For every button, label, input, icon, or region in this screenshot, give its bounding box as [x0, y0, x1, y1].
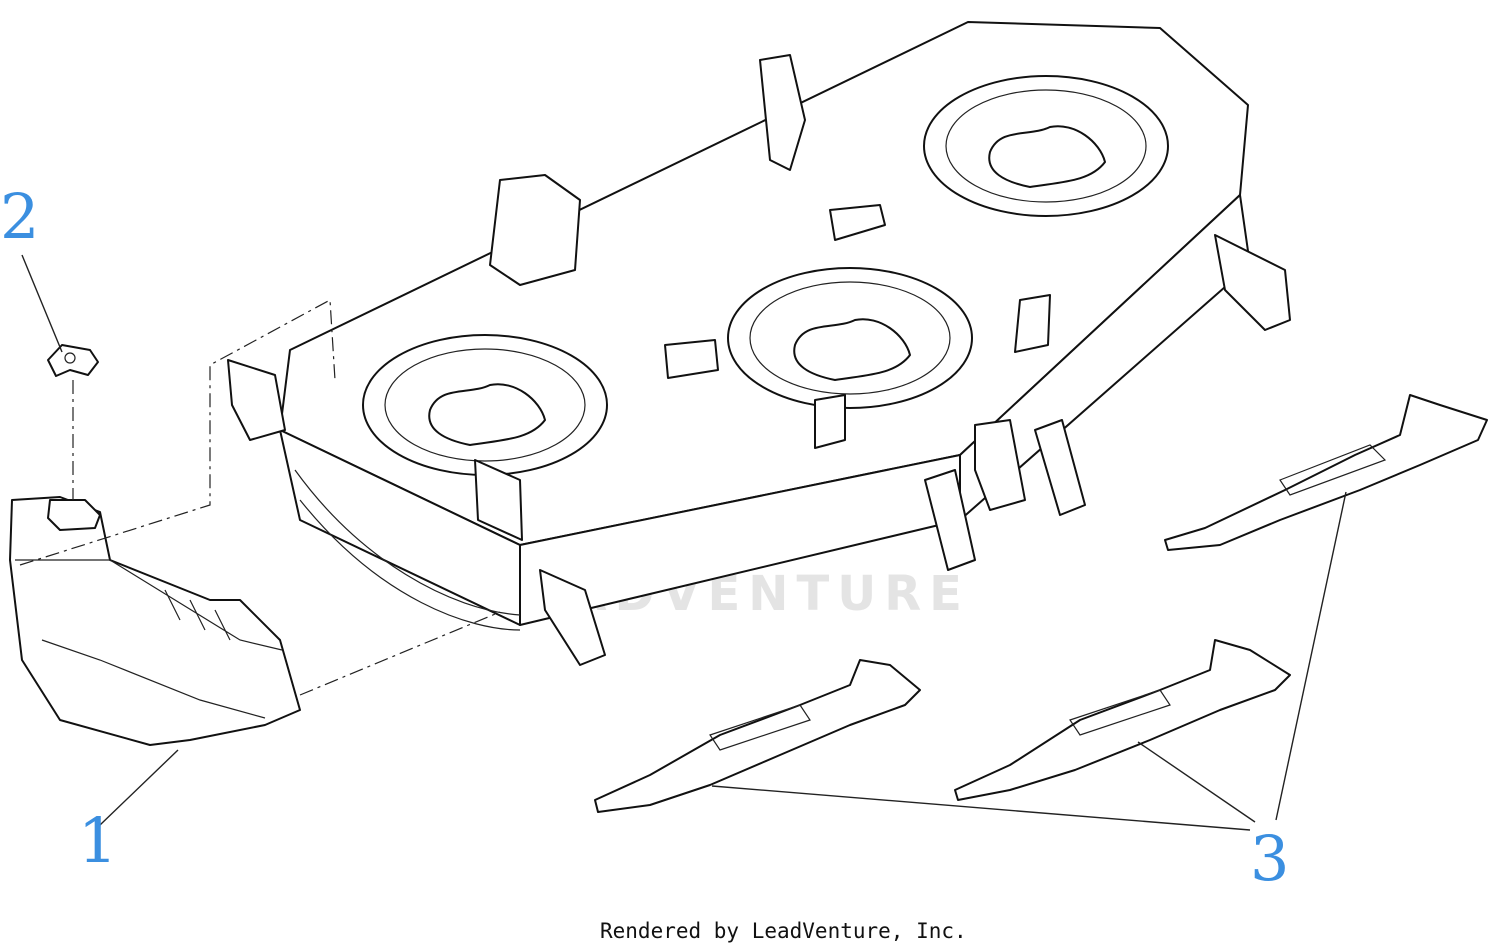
callout-2: 2 — [0, 180, 39, 253]
spindle-right — [923, 75, 1169, 217]
blade-middle — [954, 639, 1291, 801]
mower-deck — [227, 21, 1291, 666]
part-deflector — [9, 496, 301, 746]
blade-left — [594, 659, 921, 813]
assembly-lines — [19, 299, 501, 696]
part-wing-knob — [47, 344, 99, 377]
spindle-center — [727, 267, 973, 409]
callout-1: 1 — [78, 804, 117, 877]
callout-3: 3 — [1250, 822, 1289, 895]
blade-right — [1164, 394, 1488, 551]
spindle-left — [362, 334, 608, 476]
credit-text: Rendered by LeadVenture, Inc. — [600, 919, 967, 943]
leader-lines — [21, 254, 1347, 831]
